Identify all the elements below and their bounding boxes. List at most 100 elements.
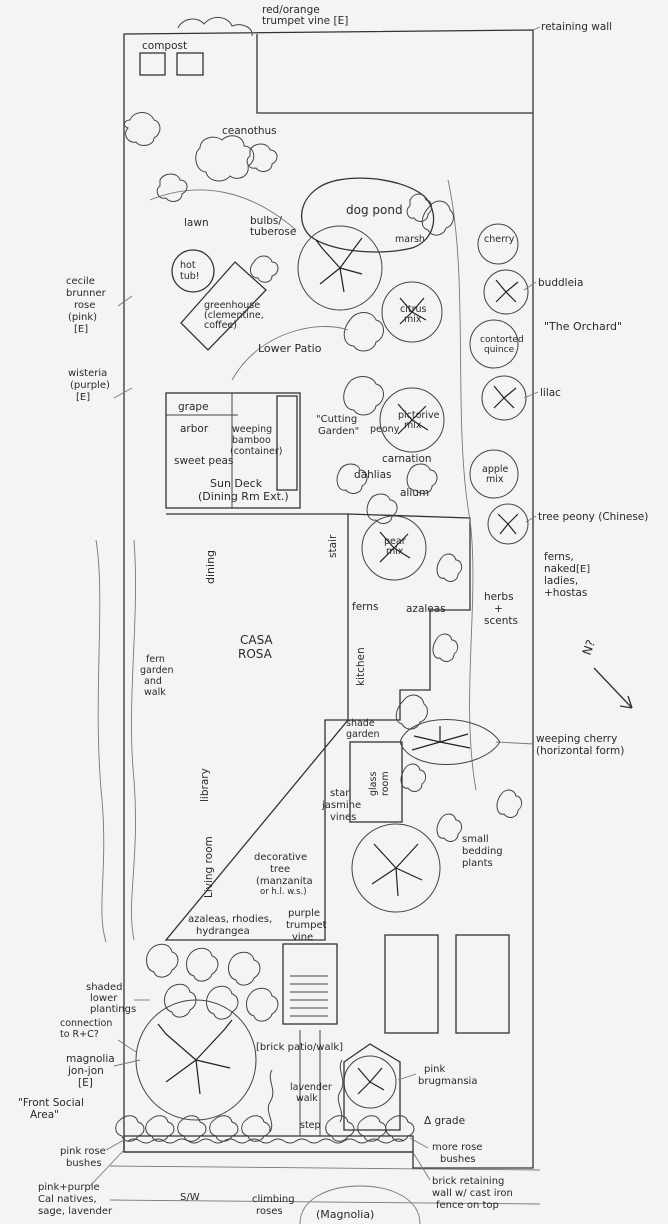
tree-dog-pond xyxy=(297,225,383,311)
front-stair xyxy=(282,943,338,1025)
living-room-label: Living room xyxy=(203,836,215,898)
casa-rosa-label: CASA ROSA xyxy=(238,633,276,661)
tree-weeping-cherry xyxy=(399,719,501,765)
front-social-label: "Front Social Area" xyxy=(18,1097,87,1121)
trumpet-vine-label: red/orange trumpet vine [E] xyxy=(262,4,348,27)
orchard-label: "The Orchard" xyxy=(544,320,622,333)
fern-garden-label: fern garden and walk xyxy=(140,654,177,698)
north-arrow xyxy=(593,667,633,709)
dog-pond-outline xyxy=(300,177,435,253)
dining-label: dining xyxy=(204,550,217,584)
site-structure xyxy=(95,26,633,1224)
library-label: library xyxy=(199,768,211,802)
property-boundary xyxy=(123,29,534,1169)
sidewalk-label: S/W xyxy=(180,1192,200,1203)
small-bedding-label: small bedding plants xyxy=(462,834,506,869)
tree-buddleia xyxy=(483,269,529,315)
carnation-label: carnation xyxy=(382,453,432,465)
grade-label: Δ grade xyxy=(424,1115,465,1127)
decorative-tree-label: decorative tree (manzanita or h.l. w.s.) xyxy=(254,852,316,897)
marsh-label: marsh xyxy=(395,234,425,245)
leader-lines xyxy=(89,281,539,1187)
dog-pond-label: dog pond xyxy=(346,203,403,217)
parking-pad-left xyxy=(384,934,439,1034)
sun-deck-label: Sun Deck (Dining Rm Ext.) xyxy=(198,477,289,503)
peony-label: peony xyxy=(370,424,400,435)
lilac-label: lilac xyxy=(540,387,561,399)
sidewalk-edge xyxy=(109,1165,541,1205)
tree-decorative xyxy=(351,823,441,913)
quince-label: contorted quince xyxy=(480,335,527,355)
shade-garden-label: shade garden xyxy=(346,718,380,740)
house-outline xyxy=(164,513,471,941)
dahlias-label: dahlias xyxy=(354,469,392,481)
ferns-label: ferns xyxy=(352,601,378,613)
tree-peony-label: tree peony (Chinese) xyxy=(538,511,648,523)
fern-walk-boundary xyxy=(131,539,136,941)
alium-label: alium xyxy=(400,487,429,499)
upper-right-bed xyxy=(256,34,533,114)
pink-rose-label: pink rose bushes xyxy=(60,1146,109,1169)
tree-pictorive xyxy=(379,387,445,453)
lawn-label: lawn xyxy=(184,217,209,229)
north-label: N? xyxy=(580,638,598,657)
lower-patio-label: Lower Patio xyxy=(258,342,322,355)
tree-quince xyxy=(469,319,519,369)
bulbs-label: bulbs/ tuberose xyxy=(250,215,296,238)
greenhouse-label: greenhouse (clementine, coffee) xyxy=(204,300,267,331)
step-label: step xyxy=(300,1120,321,1131)
lawn-edge xyxy=(149,189,297,231)
compost-bin-left xyxy=(139,52,166,76)
grape-label: grape xyxy=(178,401,209,413)
compost-bin-right xyxy=(176,52,204,76)
hot-tub-outline xyxy=(171,249,215,293)
tree-magnolia xyxy=(135,999,257,1121)
plan-labels: red/orange trumpet vine [E] retaining wa… xyxy=(18,4,648,1221)
star-jasmine-label: star jasmine vines xyxy=(321,788,364,823)
apple-label: apple mix xyxy=(482,464,511,485)
tree-tree-peony xyxy=(487,503,529,545)
front-walk xyxy=(299,1030,321,1136)
azaleas-rhodies-label: azaleas, rhodies, hydrangea xyxy=(188,914,275,937)
citrus-label: citrus mix xyxy=(400,304,430,325)
brick-wall-label: brick retaining wall w/ cast iron fence … xyxy=(432,1176,516,1211)
cutting-garden-label: "Cutting Garden" xyxy=(316,414,360,437)
arbor-label: arbor xyxy=(180,423,209,435)
wisteria-label: wisteria (purple) [E] xyxy=(68,368,113,403)
buddleia-label: buddleia xyxy=(538,277,583,289)
brick-retaining-wall xyxy=(123,1135,414,1153)
shrub-clusters xyxy=(115,17,523,1142)
stair-label: stair xyxy=(327,534,339,558)
ferns-naked-ladies-tag: [E] xyxy=(576,564,590,575)
lavender-walk-label: lavender walk xyxy=(290,1082,335,1104)
pear-label: pear mix xyxy=(384,536,409,557)
tree-apple xyxy=(469,449,519,499)
weeping-cherry-label: weeping cherry (horizontal form) xyxy=(536,733,624,757)
parking-pad-right xyxy=(455,934,510,1034)
glass-room-outline xyxy=(349,741,403,823)
tree-citrus xyxy=(381,281,443,343)
glass-room-label: glass room xyxy=(368,769,391,796)
tree-pear xyxy=(361,515,427,581)
cherry-label: cherry xyxy=(484,234,515,245)
trees xyxy=(135,223,529,1131)
weeping-bamboo-label: weeping bamboo (container) xyxy=(230,424,282,457)
cal-natives-label: pink+purple Cal natives, sage, lavender xyxy=(38,1182,113,1217)
azaleas-label: azaleas xyxy=(406,603,446,615)
greenhouse-outline xyxy=(180,261,267,351)
retaining-wall-label: retaining wall xyxy=(541,21,612,33)
sun-deck-outline xyxy=(165,392,301,509)
pink-brugmansia-label: pink brugmansia xyxy=(418,1064,477,1087)
ceanothus-label: ceanothus xyxy=(222,125,277,137)
climbing-roses-label: climbing roses xyxy=(252,1194,298,1217)
street-magnolia-circle xyxy=(299,1185,421,1224)
brugmansia-bed xyxy=(343,1043,401,1131)
tree-cherry xyxy=(477,223,519,265)
magnolia-label: magnolia jon-jon [E] xyxy=(66,1053,118,1089)
bamboo-container xyxy=(276,395,298,491)
brick-patio-label: [brick patio/walk] xyxy=(256,1042,343,1053)
hot-tub-label: hot tub! xyxy=(180,260,200,282)
shaded-lower-label: shaded lower plantings xyxy=(86,982,136,1015)
purple-trumpet-label: purple trumpet vine xyxy=(286,908,330,943)
